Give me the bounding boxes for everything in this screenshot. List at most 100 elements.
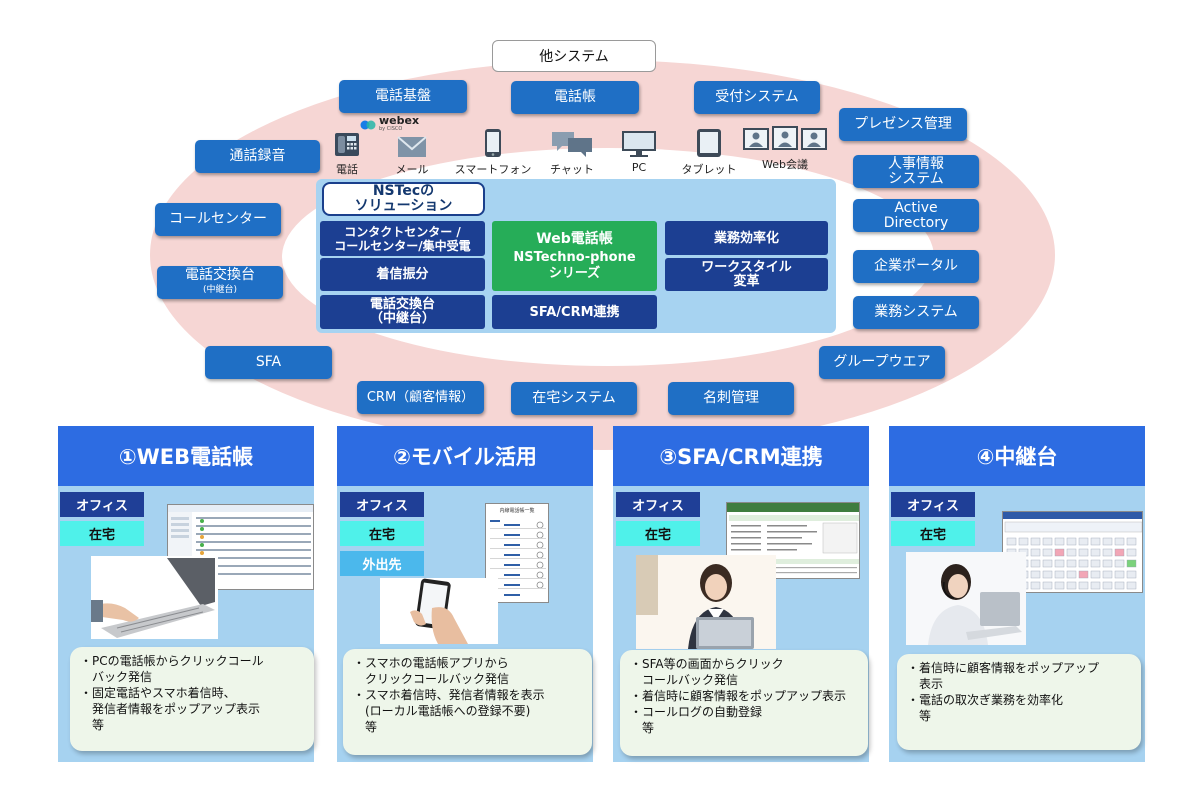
solution-title: NSTecの ソリューション — [322, 182, 485, 216]
webex-mark-icon — [360, 120, 376, 130]
console-key — [1042, 570, 1053, 579]
webex-logo: webex by CISCO — [360, 114, 424, 134]
headset-woman-photo — [906, 552, 1026, 645]
ad-line1: Active — [894, 199, 938, 216]
presence-label: プレゼンス管理 — [854, 116, 952, 132]
console-key — [1126, 548, 1137, 557]
bullet-line: ・SFA等の画面からクリック — [630, 657, 784, 671]
reception-label: 受付システム — [715, 89, 799, 105]
chat-icon — [552, 132, 592, 157]
console-key — [1066, 570, 1077, 579]
workstyle-box: ワークスタイル 変革 — [665, 258, 828, 291]
tag-office: オフィス — [60, 492, 144, 517]
woman-on-phone-image — [636, 555, 776, 649]
bullet-line: ・着信時に顧客情報をポップアップ表示 — [630, 689, 847, 703]
sfa-crm-solution-box: SFA/CRM連携 — [492, 295, 657, 329]
pbx-solution-line2: （中継台） — [369, 311, 435, 326]
console-key — [1102, 537, 1113, 546]
active-directory-box: Active Directory — [853, 199, 979, 232]
console-key — [1102, 548, 1113, 557]
device-web-meeting: Web会議 — [740, 126, 830, 172]
console-key — [1042, 537, 1053, 546]
panel-title-text: ②モバイル活用 — [393, 445, 537, 469]
bullet-line: 表示 — [907, 677, 944, 691]
console-key — [1090, 570, 1101, 579]
web-meeting-icon — [743, 126, 827, 150]
console-key — [1078, 570, 1089, 579]
webex-name: webex — [379, 114, 420, 127]
console-key — [1066, 537, 1077, 546]
console-key — [1126, 559, 1137, 568]
device-label: Web会議 — [762, 158, 808, 171]
tag-label: オフィス — [76, 499, 128, 514]
pbx-solution-box: 電話交換台 （中継台） — [320, 295, 485, 329]
console-key — [1090, 537, 1101, 546]
bullet-line: コールバック発信 — [630, 673, 739, 687]
mobile-screen-title: 内線電話帳一覧 — [499, 508, 535, 514]
crm-app-image — [727, 503, 859, 574]
tag-outside: 外出先 — [340, 551, 424, 576]
bullet-line: ・スマホ着信時、発信者情報を表示 — [353, 688, 545, 702]
bullet-line: 等 — [907, 709, 932, 723]
console-key — [1114, 559, 1125, 568]
console-key — [1042, 559, 1053, 568]
console-key — [1114, 548, 1125, 557]
panel-title-text: ③SFA/CRM連携 — [659, 445, 823, 469]
solution-title-line2: ソリューション — [354, 198, 453, 214]
device-label: スマートフォン — [454, 163, 532, 176]
mobile-list-image — [490, 520, 546, 596]
console-key — [1078, 559, 1089, 568]
console-key — [1066, 581, 1077, 590]
panel-description: ・PCの電話帳からクリックコール バック発信 ・固定電話やスマホ着信時、 発信者… — [70, 647, 314, 751]
tag-label: オフィス — [907, 499, 959, 514]
pbx-outer-sub: (中継台) — [202, 284, 238, 295]
console-key — [1114, 581, 1125, 590]
console-key — [1066, 559, 1077, 568]
console-key — [1042, 581, 1053, 590]
presence-box: プレゼンス管理 — [839, 108, 967, 141]
console-key — [1126, 537, 1137, 546]
panel-title-text: ①WEB電話帳 — [118, 445, 254, 469]
tag-label: オフィス — [632, 499, 684, 514]
console-key — [1102, 581, 1113, 590]
operator-woman-photo — [636, 555, 776, 649]
console-key — [1114, 537, 1125, 546]
bullet-line: ・固定電話やスマホ着信時、 — [80, 686, 236, 700]
device-label: チャット — [550, 163, 594, 176]
sfa-box: SFA — [205, 346, 332, 379]
console-key — [1078, 537, 1089, 546]
console-key — [1114, 570, 1125, 579]
bullet-line: ・着信時に顧客情報をポップアップ — [907, 661, 1100, 675]
other-systems-label: 他システム — [539, 49, 609, 65]
tag-label: 在宅 — [644, 528, 671, 543]
bullet-line: バック発信 — [80, 670, 153, 684]
device-mail: メール — [385, 128, 439, 177]
bullet-line: ・PCの電話帳からクリックコール — [80, 654, 264, 668]
bullet-line: ・スマホの電話帳アプリから — [353, 656, 509, 670]
laptop-hand-photo — [91, 556, 218, 639]
sfa-crm-screenshot — [726, 502, 860, 579]
crm-label: CRM（顧客情報） — [366, 390, 475, 405]
hr-system-box: 人事情報 システム — [853, 155, 979, 188]
workstyle-line2: 変革 — [733, 273, 760, 289]
console-key — [1030, 548, 1041, 557]
tag-label: 外出先 — [362, 558, 402, 573]
console-key — [1054, 559, 1065, 568]
pc-monitor-icon — [622, 131, 656, 157]
woman-headset-image — [906, 552, 1026, 645]
portal-box: 企業ポータル — [853, 250, 979, 283]
other-systems-box: 他システム — [492, 40, 656, 72]
call-routing-label: 着信振分 — [376, 267, 429, 282]
call-routing-box: 着信振分 — [320, 258, 485, 291]
bullet-line: クリックコールバック発信 — [353, 672, 510, 686]
portal-label: 企業ポータル — [874, 258, 958, 274]
console-key — [1090, 559, 1101, 568]
business-system-label: 業務システム — [874, 304, 958, 320]
device-label: メール — [395, 163, 429, 176]
contact-line1: コンタクトセンター / — [344, 224, 461, 239]
device-phone: 電話 — [322, 128, 372, 177]
device-pc: PC — [616, 128, 662, 174]
web-phonebook-center-box: Web電話帳 NSTechno-phone シリーズ — [492, 221, 657, 291]
panel-title-text: ④中継台 — [976, 445, 1058, 469]
pbx-solution-line1: 電話交換台 — [369, 297, 435, 312]
